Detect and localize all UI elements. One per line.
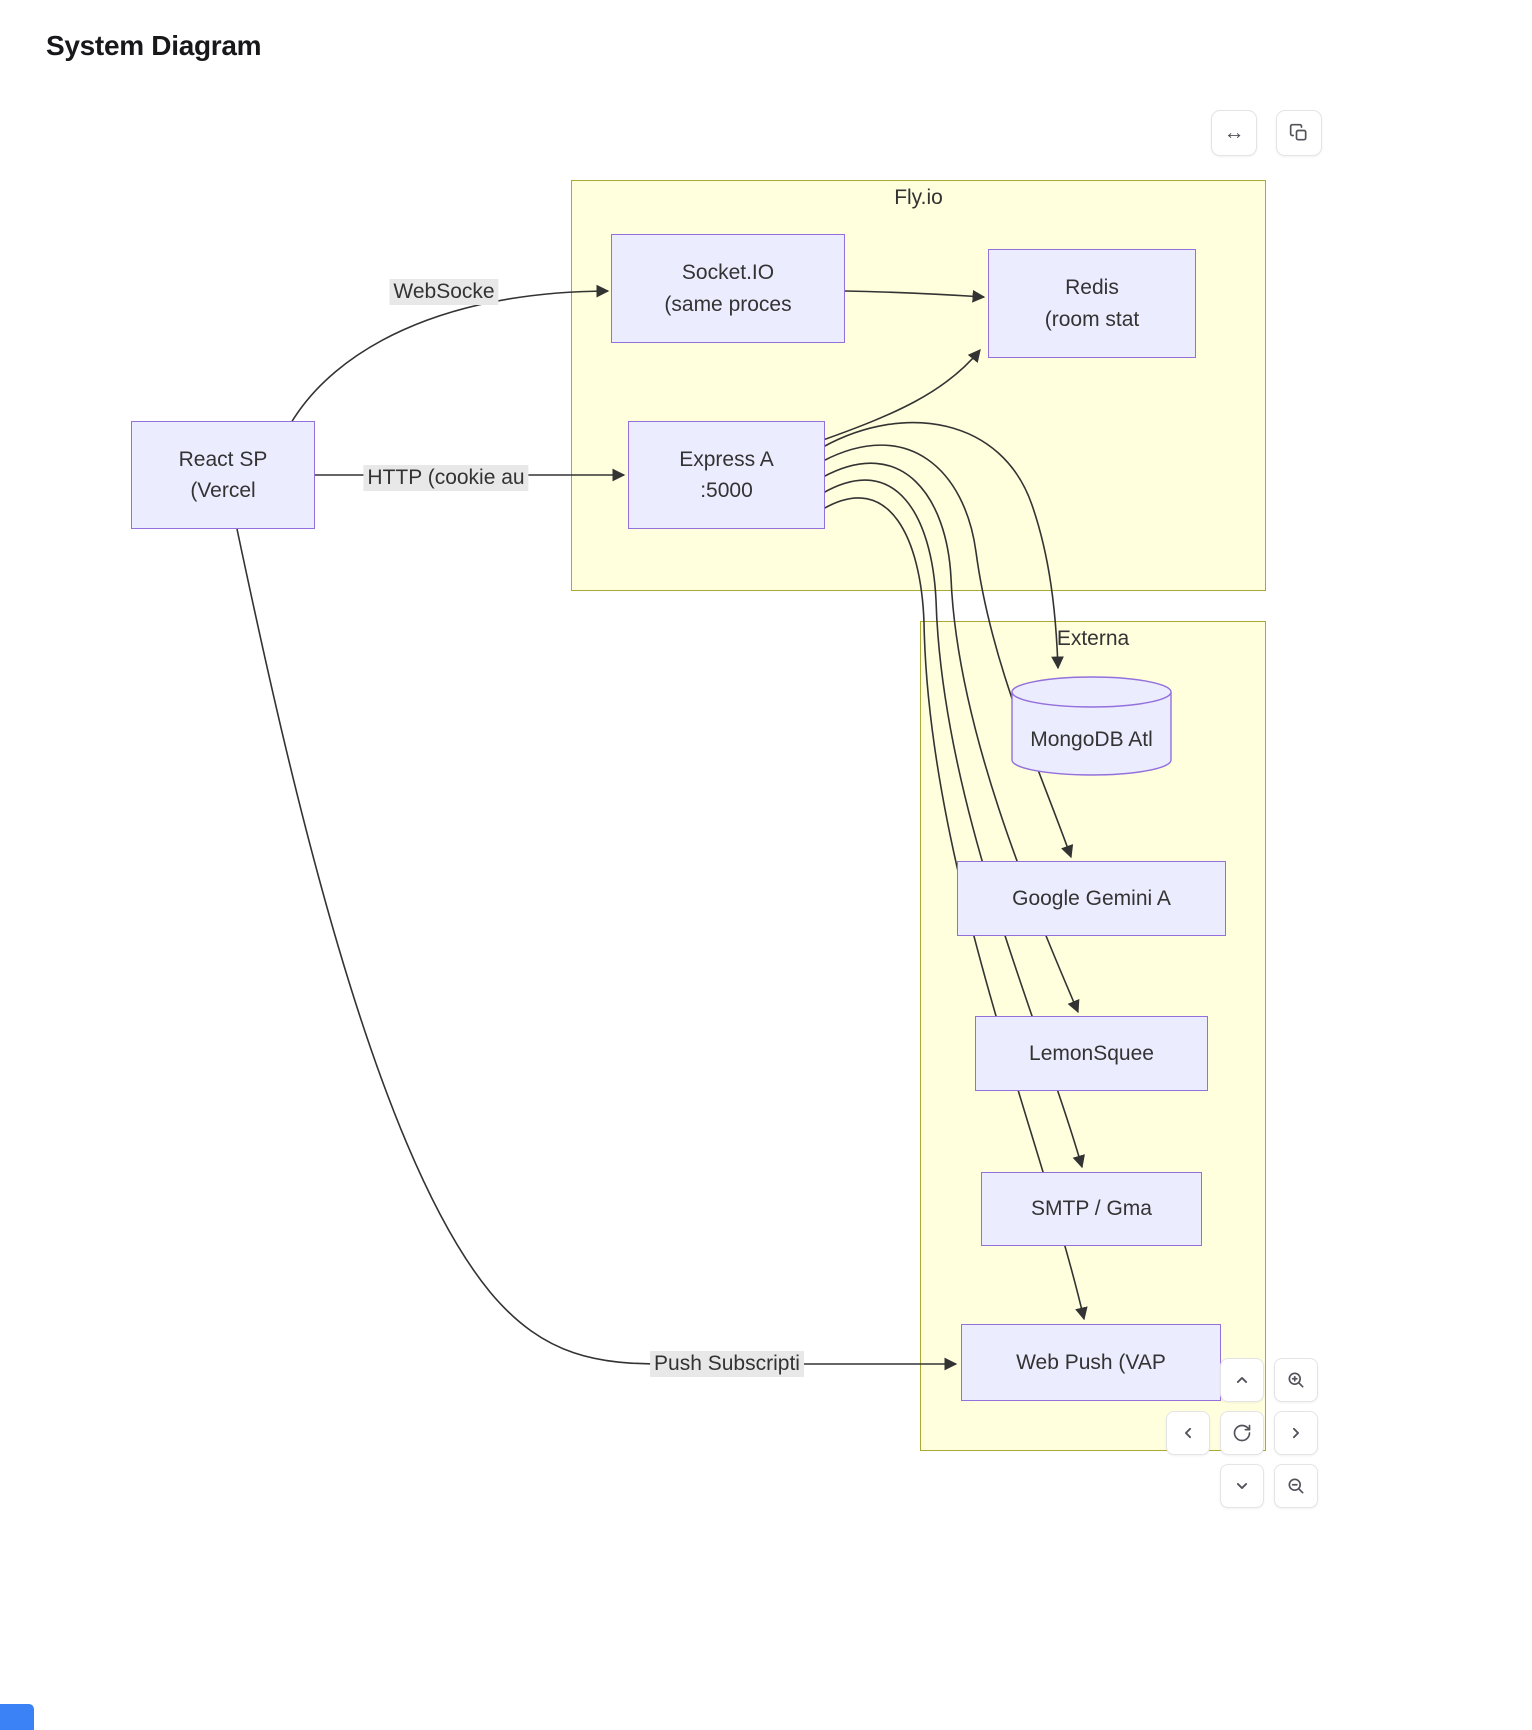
node-webpush: Web Push (VAP [961, 1324, 1221, 1401]
node-redis-line2: (room stat [1044, 307, 1140, 331]
zoom-out-button[interactable] [1274, 1464, 1318, 1508]
zoom-in-icon [1286, 1370, 1306, 1390]
copy-button[interactable] [1276, 110, 1322, 156]
edge-label-websocket: WebSocke [389, 279, 499, 305]
edge-react-webpush [236, 528, 958, 1371]
node-socketio-line1: Socket.IO [681, 261, 775, 284]
refresh-icon [1232, 1423, 1252, 1443]
node-smtp-line1: SMTP / Gma [1031, 1197, 1152, 1221]
cluster-external-label: Externa [1056, 627, 1130, 650]
node-smtp: SMTP / Gma [981, 1172, 1202, 1246]
page-title: System Diagram [46, 30, 262, 61]
node-express-line1: Express A [679, 447, 774, 471]
node-express-line2: :5000 [700, 479, 753, 502]
pan-left-button[interactable] [1166, 1411, 1210, 1455]
node-express: Express A :5000 [628, 421, 825, 529]
edge-label-push-subscription: Push Subscripti [650, 1351, 804, 1377]
expand-icon: ↔ [1223, 121, 1245, 144]
chevron-right-icon [1286, 1423, 1306, 1443]
zoom-out-icon [1286, 1476, 1306, 1496]
copy-icon [1289, 123, 1309, 143]
node-gemini: Google Gemini A [957, 861, 1226, 936]
edge-react-socketio [290, 284, 610, 424]
chevron-up-icon [1232, 1370, 1252, 1390]
node-mongodb-label: MongoDB Atl [1030, 728, 1153, 751]
node-lemonsqueezy: LemonSquee [975, 1016, 1208, 1091]
pan-right-button[interactable] [1274, 1411, 1318, 1455]
node-redis: Redis (room stat [988, 249, 1196, 358]
node-webpush-line1: Web Push (VAP [1016, 1350, 1166, 1374]
bottom-left-accent [0, 1704, 34, 1730]
node-socketio: Socket.IO (same proces [611, 234, 845, 343]
zoom-in-button[interactable] [1274, 1358, 1318, 1402]
node-gemini-line1: Google Gemini A [1012, 886, 1171, 910]
node-react-line2: (Vercel [190, 479, 256, 502]
node-react: React SP (Vercel [131, 421, 315, 529]
reset-view-button[interactable] [1220, 1411, 1264, 1455]
pan-up-button[interactable] [1220, 1358, 1264, 1402]
chevron-down-icon [1232, 1476, 1252, 1496]
node-lemonsqueezy-line1: LemonSquee [1029, 1041, 1154, 1065]
chevron-left-icon [1178, 1423, 1198, 1443]
cluster-flyio-label: Fly.io [894, 186, 943, 209]
edge-label-http-auth: HTTP (cookie au [363, 465, 529, 491]
pan-down-button[interactable] [1220, 1464, 1264, 1508]
expand-button[interactable]: ↔ [1211, 110, 1257, 156]
node-socketio-line2: (same proces [664, 292, 792, 316]
node-react-line1: React SP [178, 447, 268, 471]
node-redis-line1: Redis [1065, 276, 1119, 299]
